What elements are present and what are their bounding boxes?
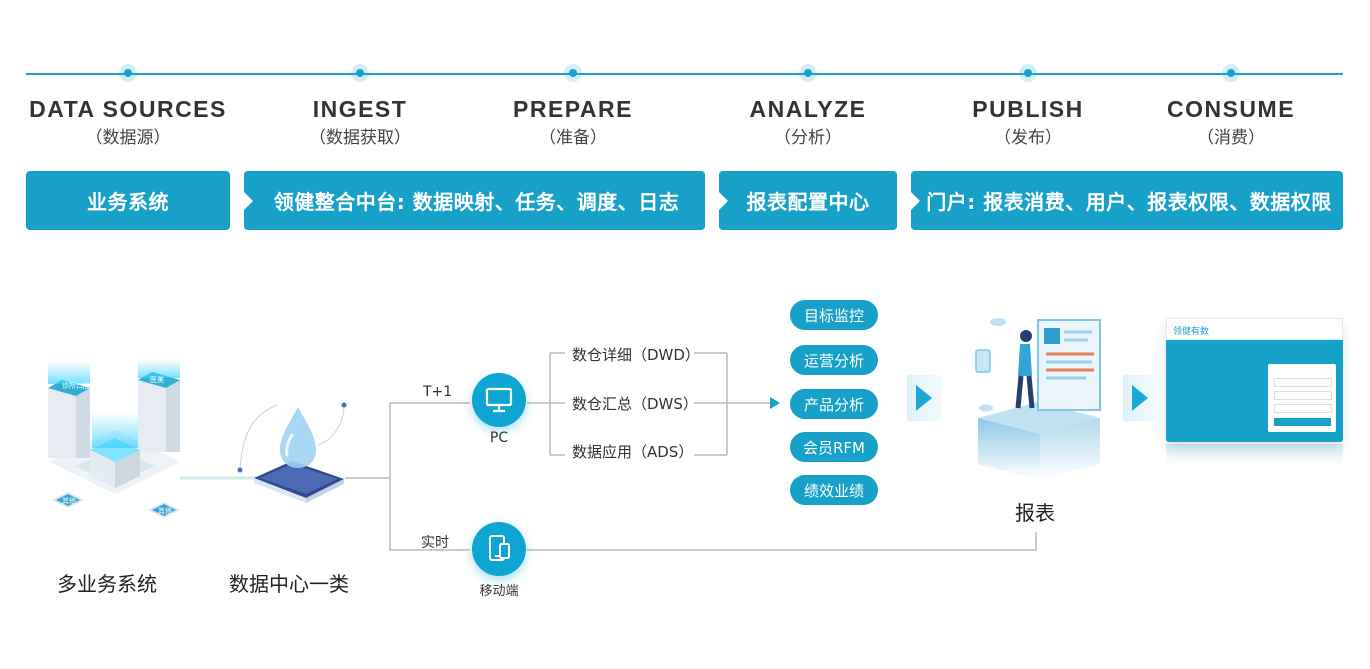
stage-publish: PUBLISH （发布）: [908, 96, 1148, 148]
chevron-right-icon: [911, 192, 920, 210]
timeline-dot: [124, 69, 132, 77]
timeline-line: [26, 73, 1343, 75]
pill-operation-analysis: 运营分析: [790, 345, 878, 375]
band-platform: 领健整合中台: 数据映射、任务、调度、日志: [244, 171, 705, 230]
app-title: 领健有数: [1173, 327, 1210, 337]
pc-label: PC: [489, 430, 509, 446]
pill-product-analysis: 产品分析: [790, 389, 878, 419]
monitor-icon: [485, 387, 513, 413]
branch-ads: 数据应用（ADS）: [572, 443, 694, 461]
pill-performance: 绩效业绩: [790, 475, 878, 505]
timeline-dot: [804, 69, 812, 77]
stage-title: ANALYZE: [749, 96, 867, 122]
stage-consume: CONSUME （消费）: [1111, 96, 1351, 148]
report-label: 报表: [1015, 501, 1055, 525]
t1-label: T+1: [423, 384, 453, 400]
app-header: 领健有数: [1166, 318, 1343, 340]
login-form: [1268, 364, 1336, 432]
stage-subtitle: （准备）: [539, 128, 607, 148]
report-illustration: [975, 318, 1101, 480]
stage-title: PREPARE: [513, 96, 633, 122]
stage-title: INGEST: [312, 96, 408, 122]
stage-data-sources: DATA SOURCES （数据源）: [8, 96, 248, 148]
band-report-config: 报表配置中心: [719, 171, 897, 230]
stage-ingest: INGEST （数据获取）: [240, 96, 480, 148]
app-reflection: [1166, 444, 1343, 466]
stage-subtitle: （数据获取）: [309, 128, 411, 148]
login-field: [1274, 378, 1332, 387]
servers-illustration: 诊所口腔 医美 其他 其他: [48, 360, 180, 518]
timeline-dot: [1227, 69, 1235, 77]
pill-target-monitor: 目标监控: [790, 300, 878, 330]
pc-node: [472, 373, 526, 427]
realtime-label: 实时: [421, 535, 449, 551]
branch-dwd: 数仓详细（DWD）: [572, 346, 700, 364]
branch-dws: 数仓汇总（DWS）: [572, 395, 698, 413]
timeline-dot: [569, 69, 577, 77]
stage-title: DATA SOURCES: [29, 96, 227, 122]
sources-label: 多业务系统: [57, 572, 157, 596]
datacenter-illustration: [237, 402, 347, 503]
server-label: 诊所口腔: [62, 381, 90, 390]
band-portal: 门户: 报表消费、用户、报表权限、数据权限: [911, 171, 1343, 230]
server-label: 医美: [150, 375, 164, 384]
login-field: [1274, 404, 1332, 413]
login-field: [1274, 391, 1332, 400]
play-arrow-icon: [1123, 375, 1157, 421]
datacenter-label: 数据中心一类: [229, 572, 349, 596]
stage-subtitle: （分析）: [774, 128, 842, 148]
play-arrow-icon: [907, 375, 941, 421]
pill-member-rfm: 会员RFM: [790, 432, 878, 462]
server-label: 其他: [158, 506, 172, 515]
chevron-right-icon: [244, 192, 253, 210]
stage-subtitle: （发布）: [994, 128, 1062, 148]
mobile-node: [472, 522, 526, 576]
timeline-dot: [356, 69, 364, 77]
timeline-dot: [1024, 69, 1032, 77]
stage-subtitle: （数据源）: [85, 128, 171, 148]
stage-subtitle: （消费）: [1197, 128, 1265, 148]
band-business-system: 业务系统: [26, 171, 230, 230]
server-label: 其他: [62, 496, 76, 505]
app-preview: 领健有数: [1166, 318, 1343, 442]
stage-title: PUBLISH: [972, 96, 1084, 122]
chevron-right-icon: [719, 192, 728, 210]
login-button: [1274, 418, 1331, 426]
stage-title: CONSUME: [1166, 96, 1296, 122]
stage-prepare: PREPARE （准备）: [453, 96, 693, 148]
stage-analyze: ANALYZE （分析）: [688, 96, 928, 148]
mobile-icon: [489, 535, 510, 561]
mobile-label: 移动端: [479, 584, 519, 599]
